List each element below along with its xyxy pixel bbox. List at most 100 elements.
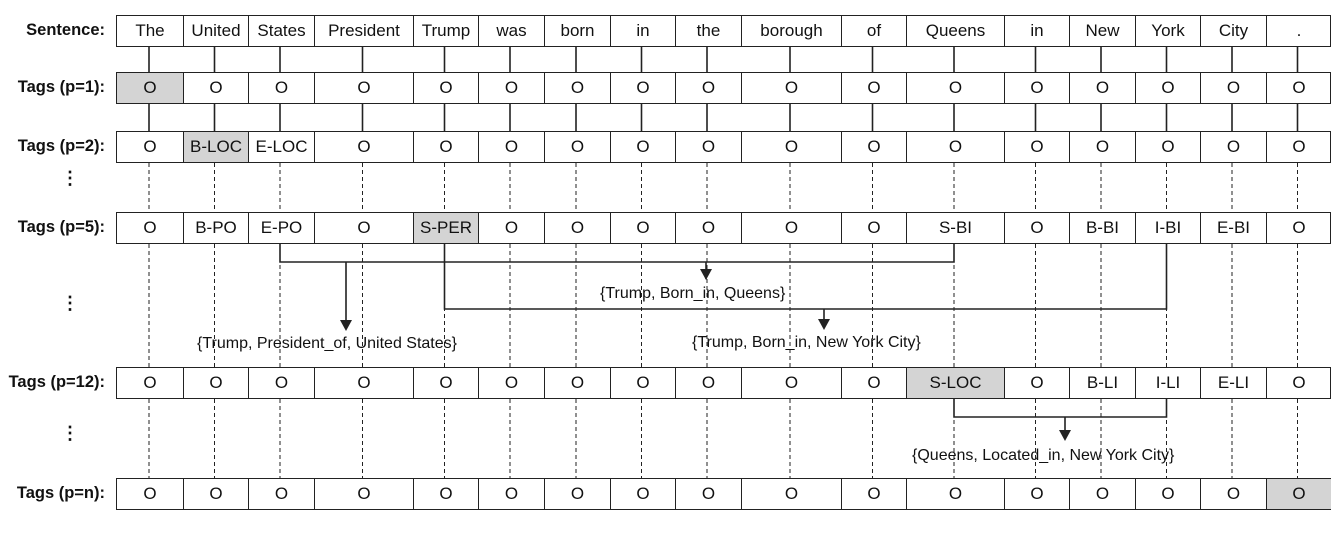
tag-cell: O — [183, 479, 248, 509]
token-cell: Trump — [413, 16, 478, 46]
arrow-head-located-in — [1059, 430, 1071, 441]
tag-cell: O — [314, 213, 413, 243]
tag-cell: O — [1069, 132, 1135, 162]
token-cell: in — [1004, 16, 1069, 46]
tag-cell: O — [248, 73, 314, 103]
tag-row-label: Tags (p=2): — [17, 137, 105, 155]
tag-cell: O — [413, 479, 478, 509]
tag-cell: S-BI — [906, 213, 1004, 243]
token-cell: born — [544, 16, 610, 46]
tag-cell: O — [143, 373, 157, 392]
tag-cell: O — [1266, 132, 1331, 162]
token-cell: President — [314, 16, 413, 46]
tag-cell: O — [741, 73, 841, 103]
tag-cell: O — [143, 218, 157, 237]
ellipsis-marker: ⋮ — [61, 423, 79, 443]
tag-cell: O — [610, 368, 675, 398]
token-cell: The — [135, 21, 165, 40]
tag-cell: O — [1004, 73, 1069, 103]
token-cell: Queens — [906, 16, 1004, 46]
token-cell: City — [1200, 16, 1266, 46]
tag-cell: O — [906, 132, 1004, 162]
tag-cell: O — [314, 132, 413, 162]
tag-cell: O — [610, 213, 675, 243]
token-cell: States — [248, 16, 314, 46]
tag-cell: O — [841, 132, 906, 162]
tag-cell: B-BI — [1069, 213, 1135, 243]
tag-cell: S-PER — [413, 213, 478, 243]
tag-cell: O — [1004, 479, 1069, 509]
ellipsis-marker: ⋮ — [61, 293, 79, 313]
triple-located-in: {Queens, Located_in, New York City} — [912, 447, 1175, 464]
tag-cell: O — [248, 368, 314, 398]
tag-cell: O — [478, 368, 544, 398]
arrow-head-born-in-nyc — [818, 319, 830, 330]
tag-cell: O — [117, 73, 183, 103]
tag-cell: O — [841, 368, 906, 398]
tag-cell: E-PO — [248, 213, 314, 243]
tag-cell: O — [1200, 132, 1266, 162]
tag-row-label: Tags (p=n): — [16, 484, 105, 502]
triple-president-of: {Trump, President_of, United States} — [197, 335, 457, 352]
tag-cell: I-BI — [1135, 213, 1200, 243]
tag-cell: O — [544, 132, 610, 162]
tag-cell: B-LI — [1069, 368, 1135, 398]
tag-cell: O — [314, 368, 413, 398]
tag-cell: E-LI — [1200, 368, 1266, 398]
tag-cell: O — [1266, 73, 1331, 103]
tag-cell: O — [1135, 479, 1200, 509]
token-cell: United — [183, 16, 248, 46]
tag-cell: O — [1004, 132, 1069, 162]
tag-cell: S-LOC — [906, 368, 1004, 398]
token-cell: of — [841, 16, 906, 46]
tag-cell: I-LI — [1135, 368, 1200, 398]
token-cell: . — [1266, 16, 1331, 46]
tag-cell: O — [1004, 213, 1069, 243]
tag-cell: O — [610, 73, 675, 103]
tag-cell: O — [741, 479, 841, 509]
tag-cell: O — [1200, 73, 1266, 103]
tag-cell: O — [413, 368, 478, 398]
token-cell: borough — [741, 16, 841, 46]
token-cell: was — [478, 16, 544, 46]
tag-cell: O — [478, 132, 544, 162]
tag-cell: O — [610, 132, 675, 162]
tag-cell: B-PO — [183, 213, 248, 243]
tag-cell: O — [741, 213, 841, 243]
tag-cell: O — [314, 479, 413, 509]
arrow-head-born-in-queens — [700, 269, 712, 280]
tag-cell: O — [610, 479, 675, 509]
tag-cell: O — [841, 73, 906, 103]
tag-cell: O — [478, 213, 544, 243]
tag-cell: O — [143, 484, 157, 503]
tag-cell: O — [1266, 213, 1331, 243]
tag-cell: O — [906, 73, 1004, 103]
tag-row-label: Tags (p=12): — [8, 373, 105, 391]
triple-born-in-queens: {Trump, Born_in, Queens} — [600, 285, 786, 302]
tag-cell: O — [478, 479, 544, 509]
ellipsis-marker: ⋮ — [61, 168, 79, 188]
token-cell: in — [610, 16, 675, 46]
tag-cell: O — [906, 479, 1004, 509]
tag-cell: O — [841, 479, 906, 509]
token-cell: the — [675, 16, 741, 46]
tag-cell: O — [183, 73, 248, 103]
tag-cell: O — [143, 137, 157, 156]
tag-cell: O — [413, 132, 478, 162]
bracket-born-in-queens — [279, 244, 955, 263]
tag-cell: O — [675, 213, 741, 243]
token-cell: New — [1069, 16, 1135, 46]
bracket-located-in — [953, 399, 1168, 418]
tag-row-label: Tags (p=1): — [17, 78, 105, 96]
tag-cell: O — [675, 368, 741, 398]
tag-cell: O — [314, 73, 413, 103]
tag-cell: O — [1266, 479, 1331, 509]
tag-cell: O — [544, 368, 610, 398]
tag-cell: O — [1069, 479, 1135, 509]
